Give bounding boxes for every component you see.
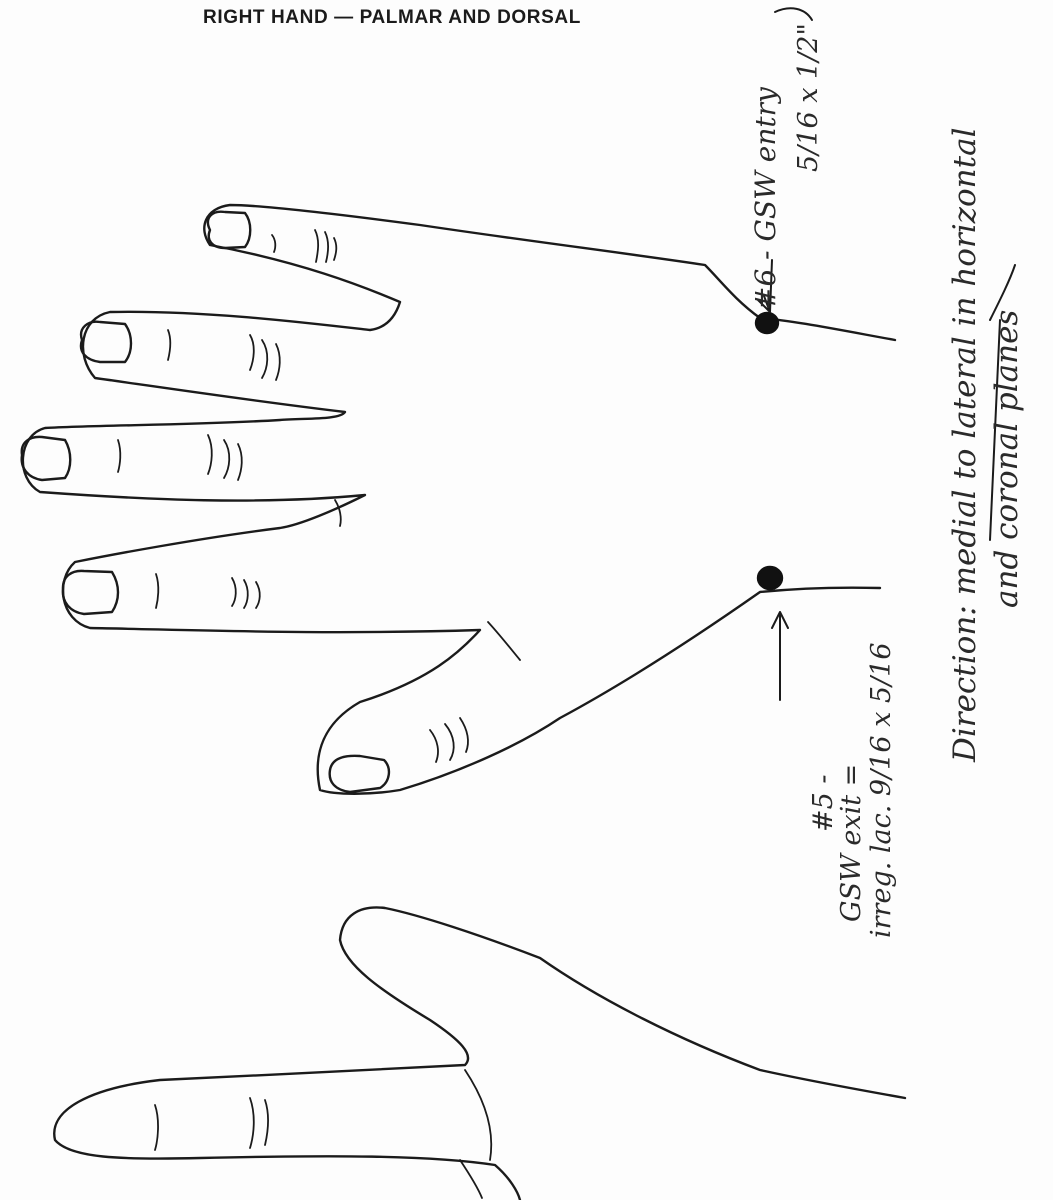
wound-6-label: #6 - GSW entry bbox=[752, 87, 780, 310]
direction-note-planes: and coronal planes bbox=[992, 310, 1023, 608]
knuckle-creases bbox=[118, 230, 520, 762]
wound-5-arrow bbox=[772, 612, 788, 700]
wound-5-mark bbox=[758, 567, 782, 589]
palmar-hand-outline bbox=[54, 907, 905, 1200]
palmar-creases bbox=[155, 1070, 491, 1198]
wound-6-mark bbox=[756, 313, 778, 333]
wound-5-type: GSW exit = bbox=[838, 764, 865, 922]
direction-note: Direction: medial to lateral in horizont… bbox=[950, 127, 981, 762]
nail-thumb bbox=[330, 756, 389, 792]
nail-middle-finger bbox=[22, 437, 71, 480]
diagram-title: RIGHT HAND — PALMAR AND DORSAL bbox=[203, 7, 581, 29]
nail-index-finger bbox=[63, 571, 118, 614]
wound-6-size: 5/16 x 1/2" bbox=[795, 23, 822, 172]
wound-5-size: irreg. lac. 9/16 x 5/16 bbox=[868, 642, 895, 938]
nail-little-finger bbox=[208, 212, 250, 248]
wound-6-leader bbox=[775, 8, 812, 20]
wound-5-label: #5 - bbox=[810, 774, 837, 832]
